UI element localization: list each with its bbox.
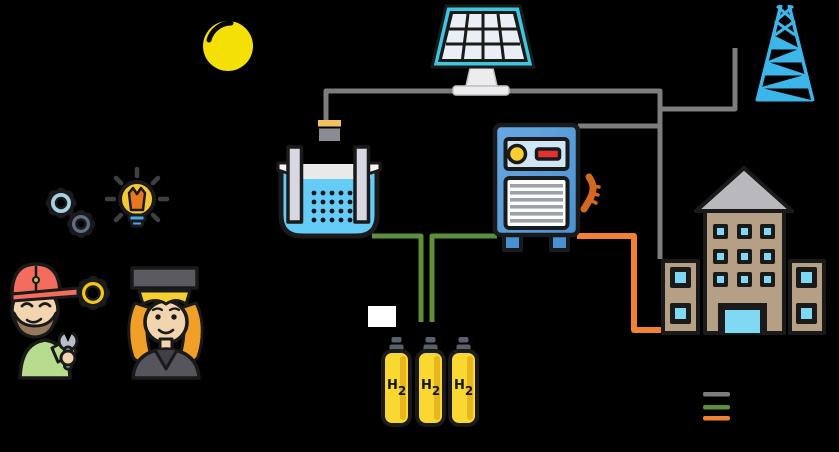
gear-yellow bbox=[75, 275, 111, 311]
svg-text:H2: H2 bbox=[454, 378, 473, 398]
engineer-icon bbox=[10, 262, 80, 380]
heat-pipe bbox=[577, 233, 664, 333]
hydrogen-tank-icon: H2 bbox=[448, 337, 479, 427]
pipe-power-unit-to-building bbox=[577, 233, 664, 333]
electrolyzer-icon bbox=[276, 120, 382, 239]
pipe-tanks-to-power-unit bbox=[429, 233, 497, 322]
power-unit-icon bbox=[492, 122, 581, 252]
tank-label: H bbox=[421, 378, 432, 393]
grille-bars bbox=[510, 184, 563, 223]
hydrogen-tank-icon: H2 bbox=[415, 337, 446, 427]
building-windows bbox=[713, 224, 775, 287]
heat-icon bbox=[580, 173, 601, 213]
green-line-swatch bbox=[703, 405, 730, 410]
gears-icon bbox=[45, 187, 95, 238]
solar-panel-icon bbox=[430, 4, 536, 96]
hydrogen-pipes bbox=[372, 233, 497, 322]
tank-label: H bbox=[454, 378, 465, 393]
power-tower-icon bbox=[755, 4, 815, 102]
svg-text:H2: H2 bbox=[421, 378, 440, 398]
hydrogen-tank-icon: H2 bbox=[381, 337, 412, 427]
gray-line-swatch bbox=[703, 392, 730, 397]
gear-slate bbox=[67, 210, 95, 238]
tank-label-sub: 2 bbox=[465, 384, 473, 398]
bubble-dots bbox=[311, 190, 353, 223]
wire-branch-to-tower bbox=[658, 48, 738, 112]
wrench-icon bbox=[57, 329, 79, 371]
orange-line-swatch bbox=[703, 416, 730, 421]
building-icon bbox=[661, 166, 826, 335]
electricity-wires bbox=[323, 48, 738, 259]
svg-text:H2: H2 bbox=[387, 378, 406, 398]
graduate-icon bbox=[127, 266, 204, 380]
sun-icon bbox=[203, 20, 253, 71]
tank-label: H bbox=[387, 378, 398, 393]
lightbulb-icon bbox=[104, 166, 170, 228]
wire-solar-to-electrolyzer bbox=[323, 88, 456, 121]
building-door bbox=[718, 303, 767, 333]
gear-blue bbox=[45, 187, 77, 219]
pipe-electrolyzer-to-tanks bbox=[372, 233, 424, 322]
tank-label-sub: 2 bbox=[432, 384, 440, 398]
hydrogen-tank-group: H2 H2 H2 bbox=[381, 337, 479, 427]
display-slot bbox=[534, 147, 562, 161]
wing-windows bbox=[670, 267, 817, 324]
tank-label-sub: 2 bbox=[398, 384, 406, 398]
indicator-light bbox=[506, 143, 528, 165]
legend bbox=[703, 392, 730, 421]
wire-solar-to-building bbox=[508, 88, 663, 259]
blank-label bbox=[368, 306, 396, 327]
